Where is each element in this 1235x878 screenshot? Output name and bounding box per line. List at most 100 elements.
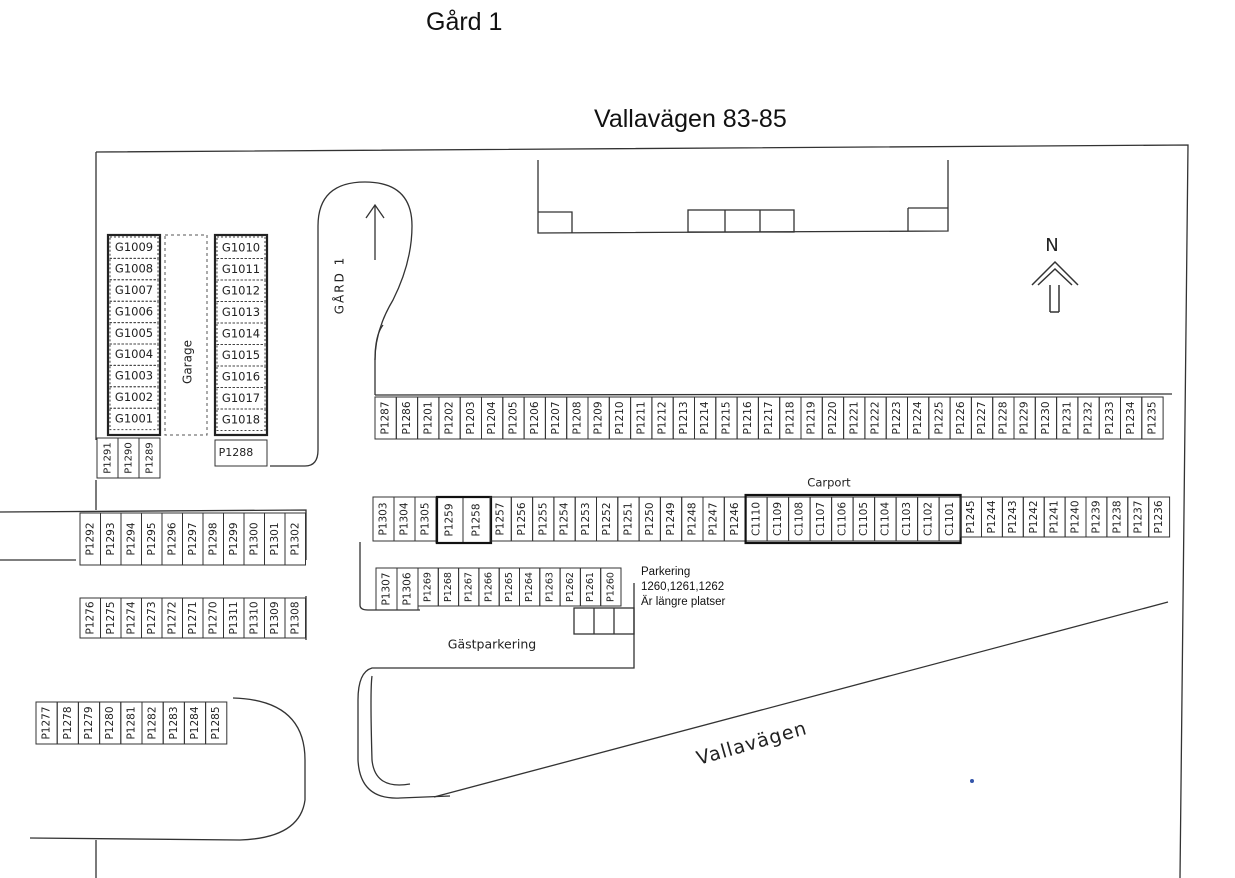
left-row-b-label: P1273 [146, 601, 158, 634]
mid-row-highlight [435, 495, 493, 545]
left-row-b-label: P1270 [207, 601, 219, 634]
garage-right-label: G1010 [222, 240, 260, 254]
top-row-label: P1286 [401, 401, 413, 434]
carport-title: Carport [807, 476, 851, 490]
garage-right-label: G1018 [222, 412, 260, 426]
building-outline [537, 160, 949, 234]
mid-row-label: P1256 [516, 502, 528, 535]
left-row-c-label: P1277 [41, 706, 53, 739]
mid-row-right-label: P1242 [1028, 500, 1040, 533]
carport-label: C1109 [772, 502, 784, 536]
small-stack-label: P1290 [124, 442, 135, 473]
top-row-label: P1223 [891, 401, 903, 434]
top-row-slot [1141, 396, 1164, 440]
road-curve-left [29, 697, 306, 841]
left-row-b-label: P1308 [289, 601, 301, 634]
guest-row-slot [600, 567, 622, 607]
mid-row-right-label: P1236 [1153, 500, 1165, 533]
top-row-label: P1216 [742, 401, 754, 434]
small-stack-label: P1291 [103, 442, 114, 473]
p1288-label: P1288 [219, 446, 254, 459]
garage-left-slot [109, 407, 159, 431]
road-label: GÅRD 1 [332, 256, 347, 315]
left-row-b-label: P1274 [125, 601, 137, 634]
guest-row-label: P1265 [504, 572, 515, 602]
top-row-label: P1201 [422, 401, 434, 434]
left-row-b-label: P1310 [248, 601, 260, 634]
garage-right-label: G1012 [222, 283, 260, 297]
garage-aisle [164, 234, 208, 436]
parking-note: Parkering 1260,1261,1262 Är längre plats… [641, 565, 725, 610]
carport-label: C1108 [793, 502, 805, 536]
garage-right-label: G1016 [222, 369, 260, 383]
left-row-a-slot [284, 512, 306, 566]
small-stack-label: P1289 [145, 442, 156, 473]
mid-row-label: P1249 [665, 502, 677, 535]
mid-row-right-slot [1148, 496, 1171, 538]
garage-left-label: G1002 [115, 390, 153, 404]
top-row-label: P1210 [614, 401, 626, 434]
note-line-3: Är längre platser [641, 596, 726, 608]
mid-row-right-label: P1244 [986, 500, 998, 533]
left-row-a-label: P1299 [228, 522, 240, 555]
left-row-a-label: P1292 [84, 522, 96, 555]
address-title: Vallavägen 83-85 [594, 105, 787, 133]
top-row-label: P1227 [976, 401, 988, 434]
garage-left-label: G1005 [115, 326, 153, 340]
left-row-a-label: P1300 [248, 522, 260, 555]
garage-left-label: G1003 [115, 369, 153, 383]
mid-row-label: P1303 [378, 502, 390, 535]
left-row-c-label: P1279 [83, 706, 95, 739]
left-row-a-label: P1297 [187, 522, 199, 555]
top-row-label: P1229 [1019, 401, 1031, 434]
note-line-1: Parkering [641, 566, 691, 578]
mid-row-label: P1248 [686, 502, 698, 535]
guest-row-label: P1263 [544, 572, 555, 602]
garage-right-slot [216, 408, 266, 431]
top-row-label: P1214 [699, 401, 711, 434]
top-row-label: P1235 [1146, 401, 1158, 434]
road-direction-arrow-icon [365, 203, 385, 260]
top-row-label: P1234 [1125, 401, 1137, 434]
garage-left-label: G1001 [115, 411, 153, 425]
mid-row-right-label: P1245 [965, 500, 977, 533]
site-boundary [95, 144, 1189, 878]
small-stack-slot [138, 437, 161, 479]
left-row-b-label: P1309 [269, 601, 281, 634]
left-row-a-label: P1293 [105, 522, 117, 555]
left-row-a-label: P1302 [289, 522, 301, 555]
garage-left-label: G1006 [115, 304, 153, 318]
top-row-label: P1287 [380, 401, 392, 434]
top-row-label: P1205 [507, 401, 519, 434]
top-row-label: P1232 [1083, 401, 1095, 434]
garage-left-label: G1008 [115, 262, 153, 276]
top-row-label: P1228 [997, 401, 1009, 434]
left-row-a-label: P1296 [166, 522, 178, 555]
mid-row-label: P1251 [622, 502, 634, 535]
left-row-c-slot [205, 701, 228, 745]
garage-right-label: G1014 [222, 326, 260, 340]
mid-row-label: P1259 [444, 503, 456, 536]
guest-row-label: P1268 [443, 572, 454, 602]
garage-right-label: G1017 [222, 391, 260, 405]
left-row-a-label: P1294 [125, 522, 137, 555]
top-row-label: P1224 [912, 401, 924, 434]
left-row-b-slot [284, 597, 306, 639]
top-row-label: P1220 [827, 401, 839, 434]
guest-left-label: P1306 [402, 572, 414, 605]
left-row-b-label: P1275 [105, 601, 117, 634]
guest-parking-label: Gästparkering [448, 637, 536, 652]
top-row-label: P1226 [955, 401, 967, 434]
left-row-a-label: P1298 [207, 522, 219, 555]
mid-row-label: P1305 [420, 502, 432, 535]
left-row-a-label: P1301 [269, 522, 281, 555]
left-row-a-label: P1295 [146, 522, 158, 555]
left-row-b-label: P1272 [166, 601, 178, 634]
top-row-label: P1230 [1040, 401, 1052, 434]
guest-left-label: P1307 [381, 572, 393, 605]
p1288-slot [214, 439, 268, 467]
garage-right-label: G1015 [222, 348, 260, 362]
left-row-b-label: P1276 [84, 601, 96, 634]
guest-row-label: P1266 [484, 572, 495, 602]
top-row-label: P1215 [720, 401, 732, 434]
